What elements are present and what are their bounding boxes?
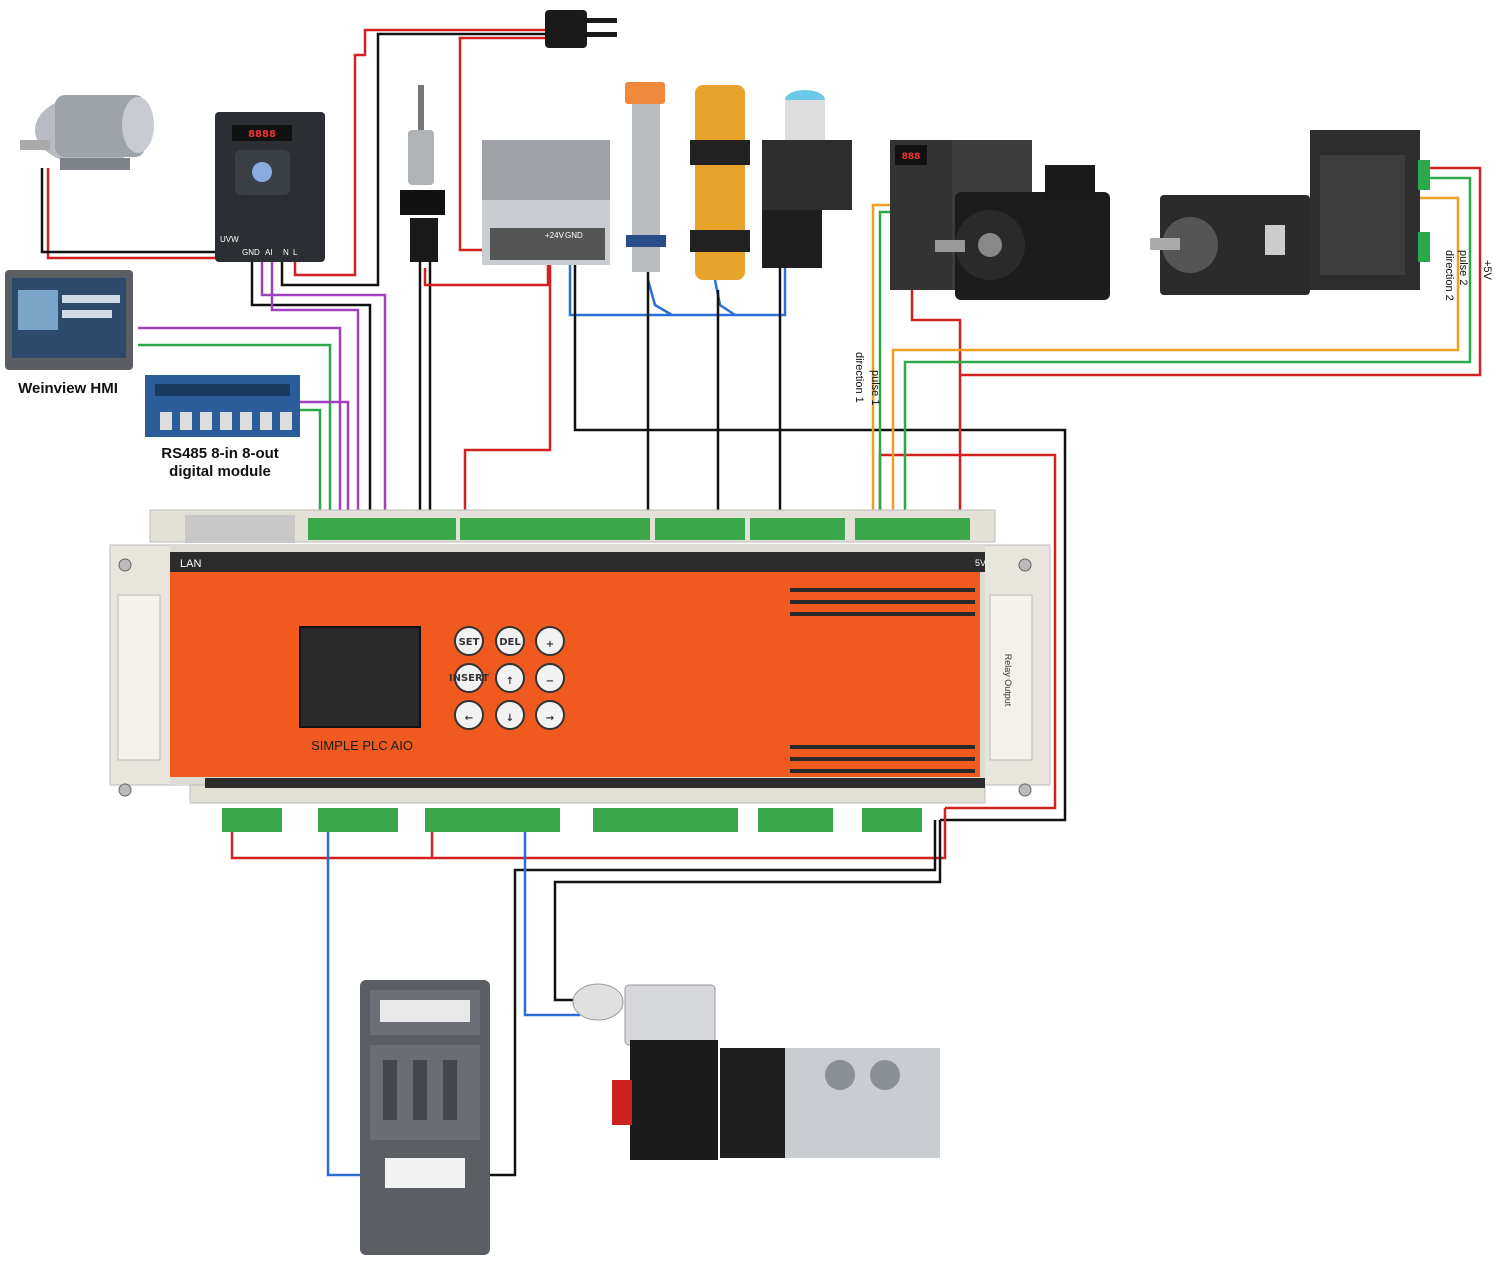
hmi-label: Weinview HMI — [18, 380, 118, 397]
wire-servo-red — [910, 290, 962, 525]
wire-inv-black — [250, 262, 372, 525]
svg-text:8888: 8888 — [248, 129, 276, 140]
stepper-driver-icon — [1310, 130, 1430, 290]
key-right-button[interactable]: → — [535, 700, 565, 730]
inverter-icon: 8888 UVW GND AI N L — [215, 112, 325, 262]
psu-24v-label: +24V — [545, 231, 565, 240]
wire-plug-black — [280, 32, 548, 287]
wire-rs485-purple — [300, 400, 350, 525]
svg-text:SET: SET — [459, 637, 480, 648]
wire-inv-purple-2 — [270, 262, 360, 525]
power-plug-icon — [545, 10, 617, 48]
rs485-label-line2: digital module — [169, 463, 271, 480]
plc-led-grid-bottom — [790, 745, 975, 773]
wire-rs485-green — [300, 408, 322, 525]
inverter-l-label: L — [293, 248, 298, 257]
hmi-icon — [5, 270, 133, 370]
wire-psu-blue — [568, 262, 787, 317]
wire-valve-black — [553, 820, 942, 1002]
rs485-module-icon — [145, 375, 300, 437]
wire-hmi-purple — [138, 326, 342, 525]
wire-hmi-green — [138, 343, 332, 525]
svg-text:↓: ↓ — [506, 713, 514, 724]
direction2-label: direction 2 — [1443, 250, 1455, 301]
svg-text:+: + — [546, 639, 554, 650]
svg-text:DEL: DEL — [499, 637, 521, 648]
pulse2-label: pulse 2 — [1457, 250, 1469, 285]
inverter-ai-label: AI — [265, 248, 273, 257]
proximity-sensor-icon — [625, 82, 666, 272]
svg-text:888: 888 — [902, 152, 921, 162]
inverter-n-label: N — [283, 248, 289, 257]
wire-blue-prox — [646, 279, 673, 317]
svg-text:INSERT: INSERT — [449, 673, 489, 684]
wire-bottom-red-1 — [230, 808, 947, 860]
plc-terminals-bottom — [222, 808, 922, 832]
wire-sensor-red — [423, 262, 550, 287]
plc-led-grid-top — [790, 588, 975, 616]
solenoid-valve-icon — [572, 983, 940, 1160]
svg-text:↑: ↑ — [506, 676, 514, 687]
svg-text:←: ← — [465, 713, 473, 724]
wire-motor-black — [40, 168, 222, 254]
wire-plug-red — [293, 28, 548, 277]
plc-keypad: SET DEL + INSERT ↑ − ← ↓ — [449, 626, 565, 730]
contactor-icon — [360, 980, 490, 1255]
svg-text:−: − — [546, 676, 554, 687]
wire-valve-blue — [523, 818, 580, 1017]
key-left-button[interactable]: ← — [454, 700, 484, 730]
ac-motor-icon — [20, 95, 154, 170]
inverter-uvw-label: UVW — [220, 235, 239, 244]
inverter-gnd-label: GND — [242, 248, 260, 257]
power-supply-icon: +24V GND — [482, 140, 610, 265]
key-down-button[interactable]: ↓ — [495, 700, 525, 730]
wire-contactor-black — [480, 820, 937, 1177]
key-up-button[interactable]: ↑ — [495, 663, 525, 693]
key-del-button[interactable]: DEL — [495, 626, 525, 656]
wire-inv-purple-1 — [260, 262, 387, 525]
svg-text:→: → — [546, 713, 554, 724]
relay-output-label: Relay Output — [1003, 654, 1013, 707]
wire-psu-black — [573, 262, 1067, 822]
photo-sensor-icon — [690, 85, 750, 280]
key-insert-button[interactable]: INSERT — [449, 663, 489, 693]
servo-motor-icon — [935, 165, 1110, 300]
plc-5v-label: 5V — [975, 558, 986, 568]
rs485-label-line1: RS485 8-in 8-out — [161, 445, 279, 462]
plus5v-label: +5V — [1481, 260, 1493, 281]
plc-lan-label: LAN — [180, 558, 201, 570]
wire-step-green — [903, 176, 1472, 525]
plc-terminals-top — [308, 518, 970, 540]
pressure-sensor-icon — [400, 85, 445, 262]
wire-blue-photo — [713, 279, 736, 317]
key-set-button[interactable]: SET — [454, 626, 484, 656]
direction1-label: direction 1 — [853, 352, 865, 403]
wire-step-red — [960, 166, 1482, 377]
stepper-motor-icon — [1150, 195, 1310, 295]
key-minus-button[interactable]: − — [535, 663, 565, 693]
wire-motor-red — [46, 168, 222, 260]
push-button-icon — [762, 90, 852, 268]
psu-gnd-label: GND — [565, 231, 583, 240]
plc-lcd-screen — [299, 626, 421, 728]
mounting-screws — [118, 558, 1032, 797]
wire-psu-red — [463, 262, 552, 525]
plc-body: LAN 5V SIMPLE PLC AIO Relay Output — [109, 509, 1051, 804]
pulse1-label: pulse 1 — [869, 370, 881, 405]
key-plus-button[interactable]: + — [535, 626, 565, 656]
wires — [40, 28, 1482, 1177]
plc-name-label: SIMPLE PLC AIO — [311, 738, 413, 753]
wire-step-orange — [891, 196, 1460, 525]
